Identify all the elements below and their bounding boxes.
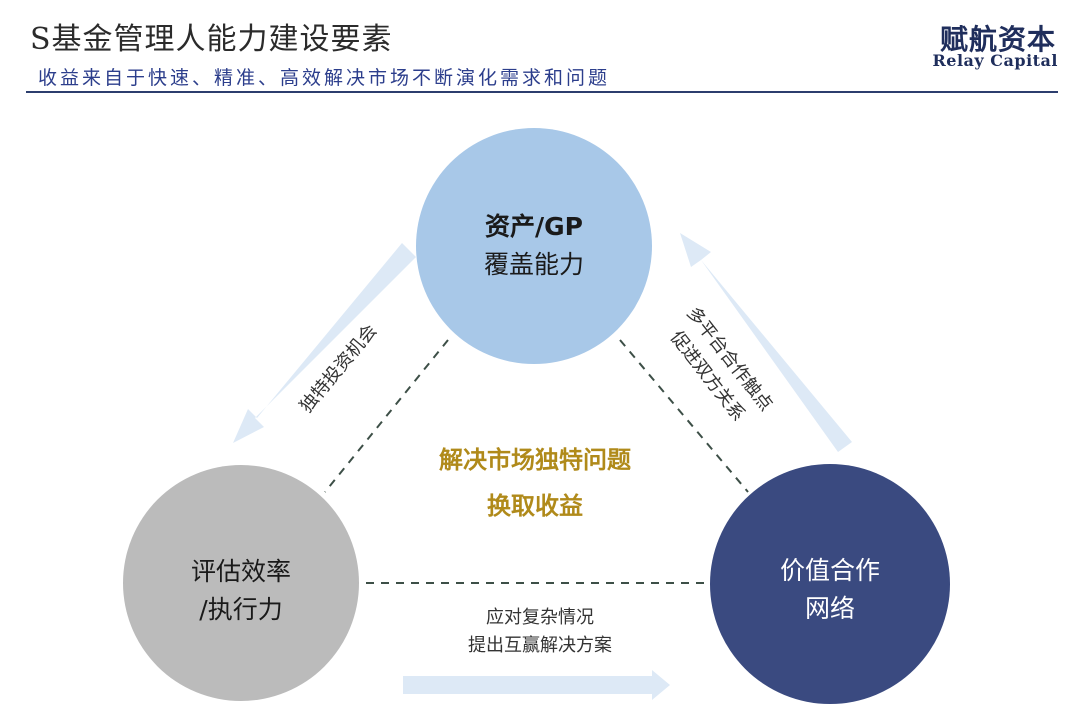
node-evaluation-line1: 评估效率 bbox=[190, 557, 291, 586]
node-asset-gp-line1: 资产/GP bbox=[485, 212, 583, 241]
node-asset-gp-line2: 覆盖能力 bbox=[483, 250, 584, 279]
dashed-edge-top-right bbox=[619, 339, 749, 493]
node-evaluation-circle bbox=[123, 465, 359, 701]
edge-label-bottom-line1: 应对复杂情况 bbox=[486, 607, 594, 628]
brand-logo-en: Relay Capital bbox=[932, 51, 1058, 70]
node-evaluation-line2: /执行力 bbox=[199, 595, 283, 624]
center-line1: 解决市场独特问题 bbox=[439, 446, 631, 474]
arrow-left-down bbox=[233, 243, 416, 443]
arrow-right-up bbox=[680, 233, 852, 452]
edge-label-bottom: 应对复杂情况 提出互赢解决方案 bbox=[440, 604, 640, 660]
edge-label-bottom-line2: 提出互赢解决方案 bbox=[468, 635, 612, 656]
node-value-network-label: 价值合作 网络 bbox=[730, 552, 930, 628]
page-subtitle: 收益来自于快速、精准、高效解决市场不断演化需求和问题 bbox=[38, 67, 611, 89]
node-evaluation-label: 评估效率 /执行力 bbox=[141, 553, 341, 629]
node-value-network-line1: 价值合作 bbox=[779, 556, 880, 585]
brand-logo-cn: 赋航资本 bbox=[939, 23, 1056, 56]
dashed-edge-top-left bbox=[324, 339, 449, 493]
arrow-bottom-right bbox=[403, 670, 670, 700]
header-divider bbox=[26, 91, 1058, 93]
node-asset-gp-circle bbox=[416, 128, 652, 364]
node-value-network-line2: 网络 bbox=[804, 594, 855, 623]
node-asset-gp-label: 资产/GP 覆盖能力 bbox=[434, 208, 634, 284]
page-title: S基金管理人能力建设要素 bbox=[30, 22, 393, 57]
node-value-network-circle bbox=[710, 464, 950, 704]
center-line2: 换取收益 bbox=[487, 492, 583, 520]
